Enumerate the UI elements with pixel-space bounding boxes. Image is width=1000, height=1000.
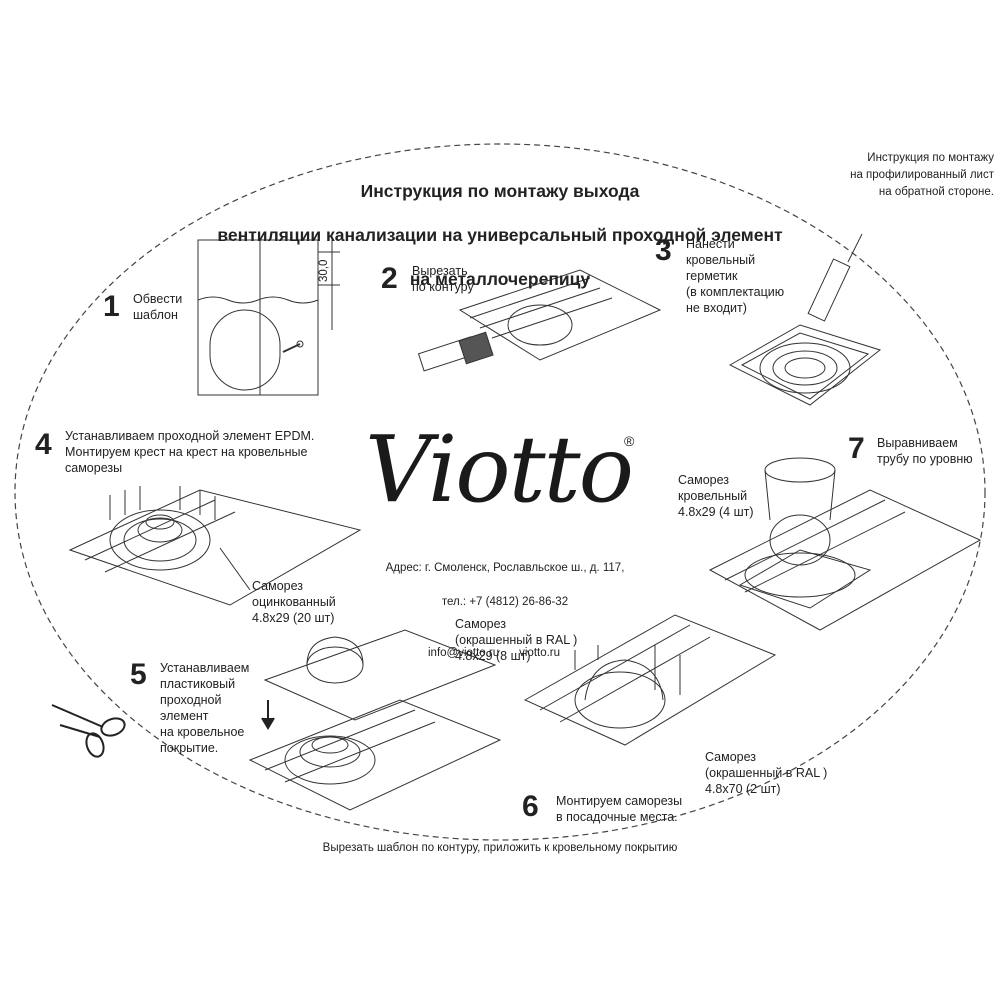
side-note: Инструкция по монтажу на профилированный… [850,152,994,198]
phone-line: тел.: +7 (4812) 26-86-32 [441,596,569,608]
step-7-number: 7 [848,432,865,465]
page-title: Инструкция по монтажу выхода вентиляции … [150,158,850,312]
step-7-text: Выравниваем трубу по уровню [877,436,973,466]
step3-sealant-drawing [728,233,882,406]
step-6-number: 6 [522,790,539,823]
screw-callout-step4: Саморез оцинкованный 4.8x29 (20 шт) [252,579,336,625]
dimension-label: 30,0 [318,259,330,282]
email-text: info@viotto.ru [428,647,500,659]
cut-outline [14,143,986,841]
step-2-text: Вырезать по контуру [412,264,474,294]
scissors-icon [51,704,126,758]
contact-line: info@viotto.ru viotto.ru [360,628,650,662]
step-4-number: 4 [35,428,52,461]
step-3-text: Нанести кровельный герметик (в комплекта… [686,237,785,315]
address-line: Адрес: г. Смоленск, Рославльское ш., д. … [385,562,625,574]
cut-instruction: Вырезать шаблон по контуру, приложить к … [322,842,678,854]
step5-plastic-drawing [248,629,502,811]
title-line-1: Инструкция по монтажу выхода [360,181,640,201]
title-line-2: вентиляции канализации на универсальный … [217,225,783,245]
step-2-number: 2 [381,262,398,295]
brand-logo: Viotto [365,416,634,523]
screw-callout-step6-a: Саморез (окрашенный в RAL ) 4.8x29 (8 шт… [455,617,578,663]
brand-address: Адрес: г. Смоленск, Рославльское ш., д. … [360,543,650,679]
step7-pipe-drawing [708,457,982,631]
step-5-text: Устанавливаем пластиковый проходной элем… [160,661,250,755]
step-4-text: Устанавливаем проходной элемент EPDM. Мо… [65,429,315,475]
screw-callout-step7: Саморез кровельный 4.8x29 (4 шт) [678,473,754,519]
step2-cutting-drawing [417,269,662,372]
step-6-text: Монтируем саморезы в посадочные места. [556,794,683,824]
site-text: viotto.ru [519,647,561,659]
screw-callout-step6-b: Саморез (окрашенный в RAL ) 4.8x70 (2 шт… [705,750,828,796]
step1-template-drawing [197,239,340,396]
registered-mark: ® [624,433,635,449]
step-1-number: 1 [103,290,120,323]
step6-screws-drawing [523,614,777,746]
step-3-number: 3 [655,234,672,267]
step-5-number: 5 [130,658,147,691]
arrow-down-icon [261,700,275,730]
step4-epdm-drawing [68,486,362,606]
title-line-3: на металлочерепицу [409,269,591,289]
step-1-text: Обвести шаблон [133,292,183,322]
